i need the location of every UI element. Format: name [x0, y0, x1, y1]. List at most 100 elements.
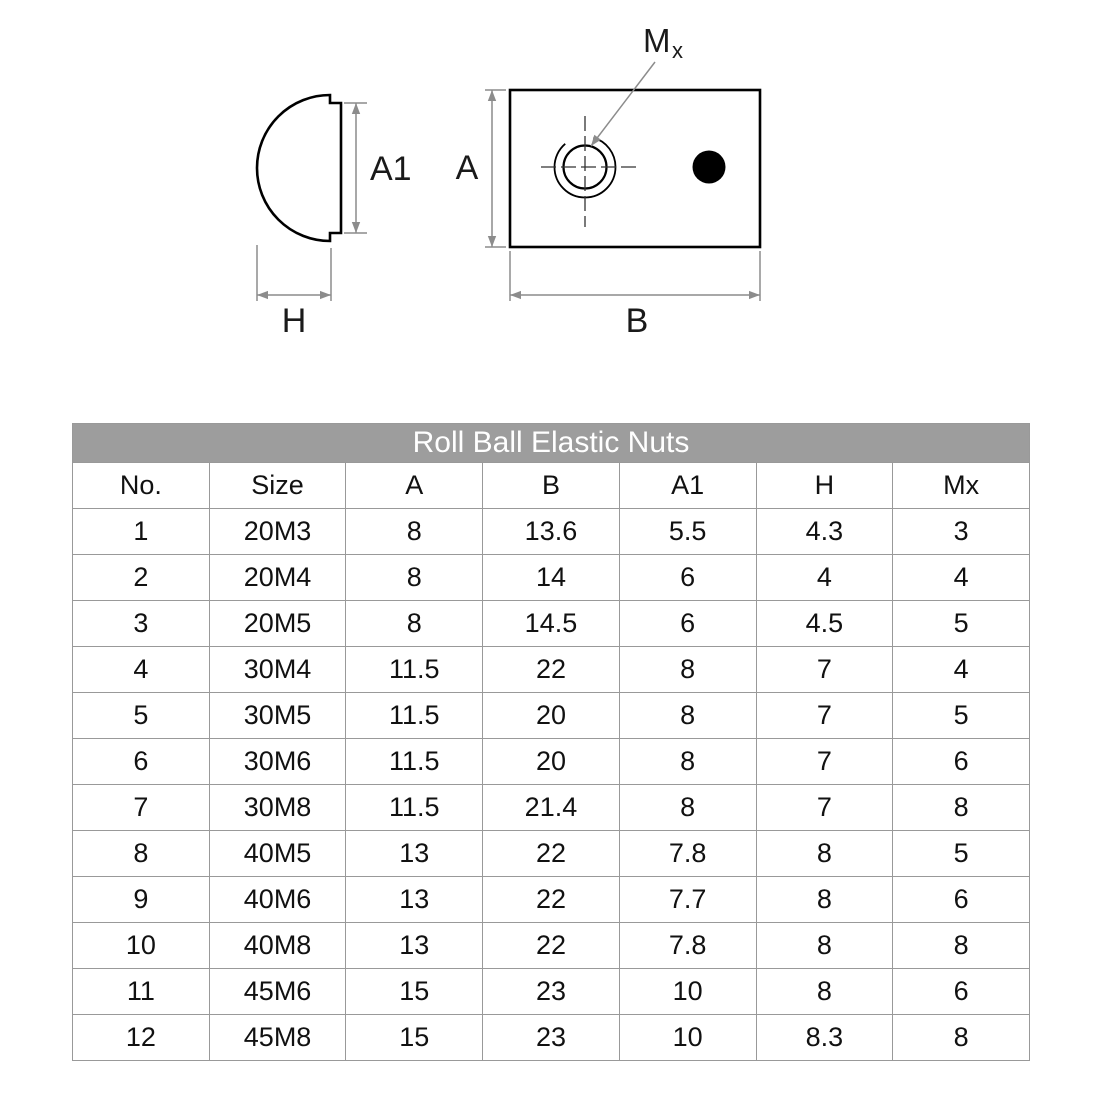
dimension-a [485, 89, 506, 248]
table-cell: 40M5 [208, 830, 347, 877]
table-cell: 11.5 [345, 646, 484, 693]
table-cell: 6 [618, 554, 757, 601]
table-cell: 8 [345, 600, 484, 647]
table-cell: 8 [618, 646, 757, 693]
table-cell: 6 [892, 876, 1030, 923]
table-cell: 20 [482, 692, 620, 739]
table-cell: 11.5 [345, 692, 484, 739]
table-cell: 4 [892, 646, 1030, 693]
table-cell: 8 [345, 554, 484, 601]
table-cell: 13.6 [482, 508, 620, 555]
table-cell: 8 [755, 876, 894, 923]
table-cell: 7 [72, 784, 210, 831]
dome-outline [255, 93, 343, 243]
column-header-a1: A1 [618, 462, 757, 509]
table-cell: 7 [755, 784, 894, 831]
table-cell: 22 [482, 646, 620, 693]
table-cell: 5 [892, 830, 1030, 877]
table-cell: 4 [892, 554, 1030, 601]
table-cell: 15 [345, 1014, 484, 1061]
table-cell: 3 [72, 600, 210, 647]
table-cell: 14 [482, 554, 620, 601]
table-cell: 23 [482, 968, 620, 1015]
table-cell: 21.4 [482, 784, 620, 831]
front-view: M x A B [456, 22, 762, 340]
label-a1: A1 [370, 150, 412, 188]
table-cell: 3 [892, 508, 1030, 555]
column-header-size: Size [208, 462, 347, 509]
table-title-row: Roll Ball Elastic Nuts [72, 423, 1030, 463]
table-cell: 10 [618, 968, 757, 1015]
table-cell: 40M8 [208, 922, 347, 969]
table-cell: 20 [482, 738, 620, 785]
table-cell: 22 [482, 922, 620, 969]
table-cell: 8 [755, 968, 894, 1015]
table-cell: 6 [892, 738, 1030, 785]
dimension-h [256, 245, 332, 301]
table-cell: 10 [618, 1014, 757, 1061]
table-header-row: No. Size A B A1 H Mx [72, 462, 1030, 509]
table-cell: 8 [755, 922, 894, 969]
table-cell: 7.8 [618, 922, 757, 969]
table-cell: 7.8 [618, 830, 757, 877]
table-cell: 11 [72, 968, 210, 1015]
table-cell: 5 [72, 692, 210, 739]
table-cell: 2 [72, 554, 210, 601]
table-cell: 30M6 [208, 738, 347, 785]
table-cell: 22 [482, 830, 620, 877]
table-cell: 7.7 [618, 876, 757, 923]
table-title: Roll Ball Elastic Nuts [72, 423, 1030, 463]
table-cell: 8 [618, 784, 757, 831]
table-cell: 8 [892, 922, 1030, 969]
table-cell: 6 [618, 600, 757, 647]
table-cell: 4.5 [755, 600, 894, 647]
table-cell: 20M5 [208, 600, 347, 647]
table-cell: 5 [892, 600, 1030, 647]
table-cell: 45M8 [208, 1014, 347, 1061]
table-cell: 10 [72, 922, 210, 969]
table-cell: 8 [345, 508, 484, 555]
table-cell: 20M4 [208, 554, 347, 601]
mx-leader-line [590, 61, 656, 147]
table-cell: 8 [618, 738, 757, 785]
table-cell: 5 [892, 692, 1030, 739]
table-cell: 22 [482, 876, 620, 923]
side-view: A1 H [255, 93, 412, 340]
table-cell: 14.5 [482, 600, 620, 647]
technical-drawing: A1 H M x [0, 0, 1100, 405]
table-cell: 40M6 [208, 876, 347, 923]
table-cell: 6 [892, 968, 1030, 1015]
table-cell: 13 [345, 876, 484, 923]
table-cell: 30M5 [208, 692, 347, 739]
label-mx-subscript: x [672, 38, 683, 63]
table-cell: 6 [72, 738, 210, 785]
table-cell: 20M3 [208, 508, 347, 555]
table-cell: 8.3 [755, 1014, 894, 1061]
table-cell: 8 [892, 1014, 1030, 1061]
column-header-b: B [482, 462, 620, 509]
table-cell: 1 [72, 508, 210, 555]
table-cell: 9 [72, 876, 210, 923]
table-cell: 45M6 [208, 968, 347, 1015]
table-cell: 13 [345, 830, 484, 877]
label-h: H [282, 302, 307, 340]
table-cell: 11.5 [345, 738, 484, 785]
table-cell: 4 [755, 554, 894, 601]
table-cell: 15 [345, 968, 484, 1015]
centerlines [541, 116, 641, 227]
table-cell: 8 [618, 692, 757, 739]
spec-table: Roll Ball Elastic Nuts No. Size A B A1 H… [72, 423, 1030, 1061]
